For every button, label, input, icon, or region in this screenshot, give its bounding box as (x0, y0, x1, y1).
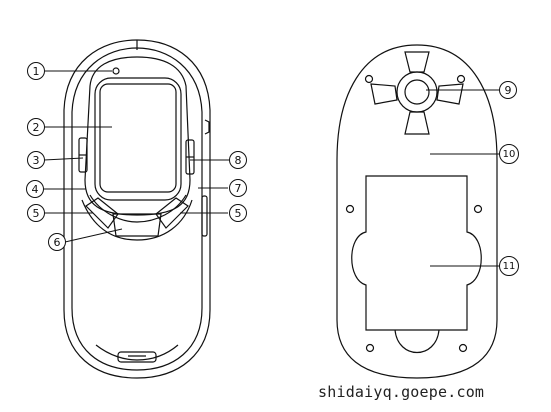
callout-circles (26, 62, 519, 276)
clip-arm-bottom (404, 111, 430, 135)
clip-mount-center (404, 79, 430, 105)
clip-arm-left (370, 83, 398, 105)
display-screen (99, 83, 177, 193)
key-surround (81, 199, 193, 241)
callout-5-left: 5 (33, 207, 40, 220)
side-strap-slot (201, 195, 208, 237)
callout-4: 4 (32, 183, 39, 196)
callout-3: 3 (33, 154, 40, 167)
front-outer-body (63, 39, 211, 379)
callout-1: 1 (33, 65, 40, 78)
indicator-light (112, 67, 120, 75)
front-inner-rim (71, 47, 203, 371)
callout-5-right: 5 (235, 207, 242, 220)
lower-arc (89, 194, 187, 223)
callout-11: 11 (503, 261, 516, 272)
screw-middle-left (345, 204, 355, 214)
screw-bottom-left (365, 343, 375, 353)
side-clip (204, 119, 210, 135)
callout-8: 8 (235, 154, 242, 167)
front-view (63, 39, 211, 379)
callout-7: 7 (235, 182, 242, 195)
bottom-connector (117, 351, 157, 363)
callout-10: 10 (503, 149, 516, 160)
bottom-connector-arc (95, 344, 179, 361)
screw-top-right (456, 74, 466, 84)
battery-cover (351, 175, 482, 331)
back-outer-body (336, 44, 498, 379)
callout-9: 9 (505, 84, 512, 97)
clip-arm-right (436, 83, 464, 105)
back-view (336, 44, 498, 379)
screw-bottom-right (458, 343, 468, 353)
screw-middle-right (473, 204, 483, 214)
battery-latch (394, 329, 440, 354)
callout-2: 2 (33, 121, 40, 134)
clip-arm-top (404, 51, 430, 73)
callout-6: 6 (54, 236, 61, 249)
leader-lines (43, 70, 500, 267)
screw-top-left (364, 74, 374, 84)
watermark-text: shidaiyq.goepe.com (318, 383, 485, 401)
screen-bezel (94, 77, 182, 201)
center-key (112, 213, 162, 237)
clip-mount-hub (396, 71, 438, 113)
head-panel (84, 56, 191, 216)
